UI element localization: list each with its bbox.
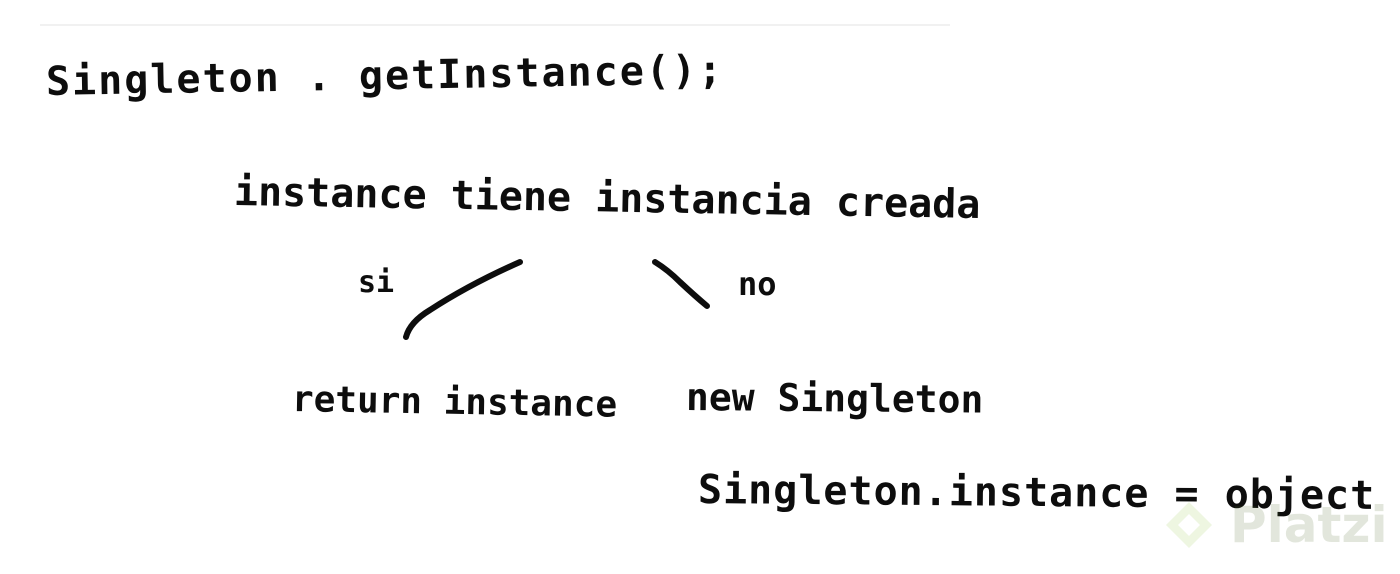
platzi-logo-icon xyxy=(1166,502,1212,548)
branch-line-no xyxy=(652,259,710,309)
method-call-text: Singleton . getInstance(); xyxy=(45,47,725,105)
top-divider xyxy=(40,24,950,26)
branch-yes-label: si xyxy=(358,265,395,300)
branch-no-label: no xyxy=(738,265,777,303)
decision-question-text: instance tiene instancia creada xyxy=(233,169,981,229)
branch-line-yes xyxy=(403,259,523,340)
platzi-watermark: Platzi xyxy=(1154,490,1394,564)
yes-branch-result: return instance xyxy=(291,379,618,426)
no-branch-result: new Singleton xyxy=(685,375,984,422)
platzi-logo-text: Platzi xyxy=(1230,496,1388,554)
